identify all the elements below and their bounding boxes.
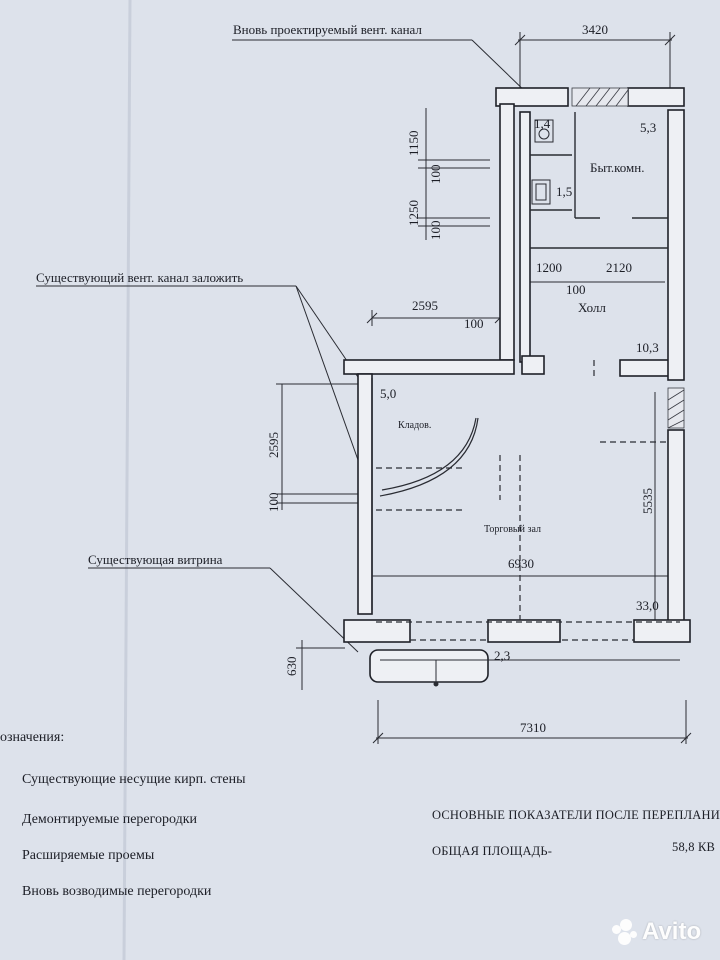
dim-100-holl: 100 xyxy=(566,282,586,297)
existing-vent-annotation: Существующий вент. канал заложить xyxy=(36,270,244,285)
new-vent-annotation: Вновь проектируемый вент. канал xyxy=(233,22,422,37)
dim-2120: 2120 xyxy=(606,260,632,275)
area-5-0: 5,0 xyxy=(380,386,397,401)
room-kladov: Кладов. xyxy=(398,420,432,431)
legend-title: означения: xyxy=(0,730,65,745)
dim-5535: 5535 xyxy=(640,488,655,514)
dim-100a: 100 xyxy=(428,164,443,185)
dim-630: 630 xyxy=(284,656,299,677)
room-byt: Быт.комн. xyxy=(590,160,645,175)
summary-total-label: ОБЩАЯ ПЛОЩАДЬ- xyxy=(432,844,553,858)
avito-wordmark: Avito xyxy=(642,918,702,945)
legend-item-new: Вновь возводимые перегородки xyxy=(22,884,212,899)
dim-2595-v: 2595 xyxy=(266,432,281,458)
dim-1200: 1200 xyxy=(536,260,562,275)
dim-2595-h: 2595 xyxy=(412,298,438,313)
legend-item-demolished: Демонтируемые перегородки xyxy=(22,812,198,827)
area-1-5: 1,5 xyxy=(556,184,573,199)
legend-item-widened: Расширяемые проемы xyxy=(22,848,155,863)
area-1-4: 1,4 xyxy=(534,116,551,131)
dim-1150: 1150 xyxy=(406,130,421,156)
dim-3420: 3420 xyxy=(582,22,608,37)
hatched-walls xyxy=(571,87,685,429)
summary-total-value: 58,8 КВ xyxy=(672,840,716,854)
room-torg: Торговый зал xyxy=(484,524,541,535)
vitrina-steps xyxy=(380,659,680,687)
vitrina-annotation: Существующая витрина xyxy=(88,552,223,567)
dim-6930: 6930 xyxy=(508,556,534,571)
legend-item-bearing: Существующие несущие кирп. стены xyxy=(22,772,246,787)
room-holl: Холл xyxy=(578,300,606,315)
dim-1250: 1250 xyxy=(406,200,421,226)
area-33-0: 33,0 xyxy=(636,598,659,613)
dim-100-h: 100 xyxy=(464,316,484,331)
avito-logo-icon xyxy=(612,919,638,945)
demolished-partitions xyxy=(376,360,680,641)
area-10-3: 10,3 xyxy=(636,340,659,355)
summary-heading: ОСНОВНЫЕ ПОКАЗАТЕЛИ ПОСЛЕ ПЕРЕПЛАНИРО xyxy=(432,808,720,822)
dim-100b: 100 xyxy=(428,220,443,241)
dim-7310: 7310 xyxy=(520,720,546,735)
paper-fold-line xyxy=(122,0,132,960)
sanitary-fixtures xyxy=(531,119,554,205)
partitions xyxy=(371,112,668,610)
area-5-3: 5,3 xyxy=(640,120,657,135)
door-swing xyxy=(379,417,479,497)
area-2-3: 2,3 xyxy=(494,648,511,663)
avito-watermark: Avito xyxy=(612,918,701,946)
dim-100-v: 100 xyxy=(266,492,281,513)
bearing-walls xyxy=(343,87,691,683)
